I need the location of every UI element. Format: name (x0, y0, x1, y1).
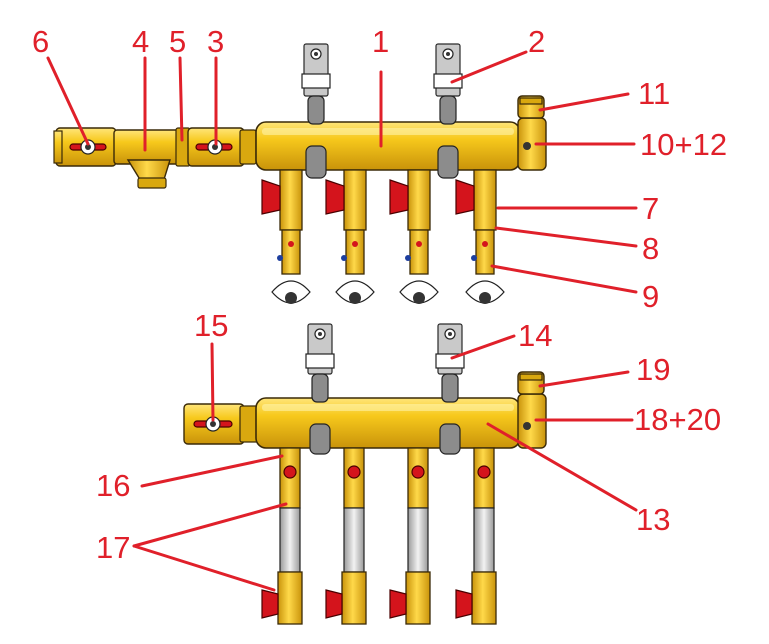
label-4: 4 (132, 24, 149, 59)
leader-8 (494, 226, 638, 248)
label-17: 17 (96, 530, 130, 565)
label-1: 1 (372, 24, 389, 59)
leader-2 (450, 50, 528, 84)
manifold-body-13 (255, 397, 521, 449)
leader-17a (132, 502, 288, 548)
manifold-body-1 (255, 121, 521, 171)
label-19: 19 (636, 352, 670, 387)
wall-bracket-14 (435, 323, 465, 455)
leader-16 (140, 454, 284, 488)
label-7: 7 (642, 191, 659, 226)
outlet-circuits-upper (261, 169, 505, 304)
leader-11 (538, 92, 630, 112)
outlet-circuit (455, 169, 505, 304)
label-10-12: 10+12 (640, 127, 727, 162)
leader-5 (178, 56, 184, 142)
ball-valve-6 (53, 127, 117, 167)
leader-9 (490, 264, 638, 294)
outlet-circuit (261, 169, 311, 304)
label-6: 6 (32, 24, 49, 59)
wall-bracket-2 (433, 43, 463, 179)
return-circuit (455, 447, 497, 625)
outlet-circuit (325, 169, 375, 304)
label-9: 9 (642, 279, 659, 314)
lower-manifold (183, 323, 547, 625)
ball-valve-15 (183, 403, 259, 445)
return-circuits-lower (261, 447, 497, 625)
leader-13 (486, 422, 638, 512)
label-15: 15 (194, 308, 228, 343)
label-13: 13 (636, 502, 670, 537)
upper-manifold (53, 43, 547, 304)
outlet-circuit (389, 169, 439, 304)
leader-15 (210, 342, 215, 422)
label-8: 8 (642, 231, 659, 266)
leader-lines (46, 50, 638, 592)
leader-17b (132, 544, 276, 592)
label-3: 3 (207, 24, 224, 59)
return-circuit (389, 447, 431, 625)
wall-bracket-left (301, 43, 331, 179)
label-16: 16 (96, 468, 130, 503)
label-14: 14 (518, 318, 552, 353)
strainer-4 (113, 129, 185, 189)
leader-6 (46, 56, 90, 146)
label-5: 5 (169, 24, 186, 59)
air-vent-11 (517, 95, 545, 119)
label-2: 2 (528, 24, 545, 59)
air-vent-19 (517, 371, 545, 395)
leader-19 (538, 370, 630, 388)
wall-bracket-left-lower (305, 323, 335, 455)
label-11: 11 (638, 76, 670, 111)
label-18-20: 18+20 (634, 402, 721, 437)
return-circuit (325, 447, 367, 625)
part-labels: 1 2 3 4 5 6 7 8 9 10+12 11 13 14 15 16 1… (32, 24, 727, 565)
ball-valve-3 (187, 127, 257, 167)
leader-14 (450, 334, 516, 360)
return-circuit (261, 447, 303, 625)
